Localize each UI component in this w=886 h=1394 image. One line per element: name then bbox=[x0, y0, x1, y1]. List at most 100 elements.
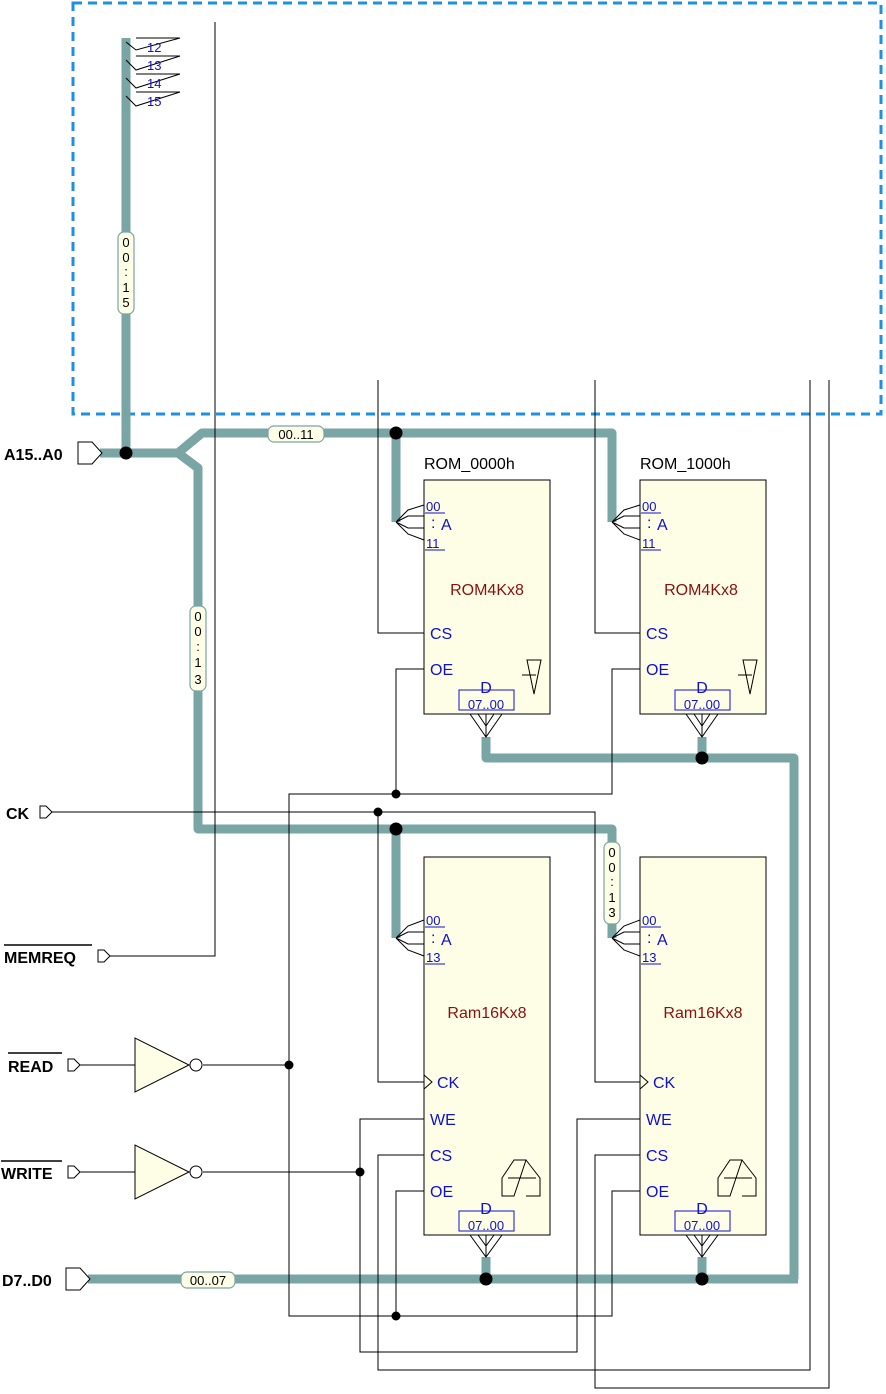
signal-wires bbox=[50, 22, 830, 1389]
svg-text:11: 11 bbox=[642, 536, 656, 551]
chip-type: ROM4Kx8 bbox=[664, 582, 738, 599]
junction-dot bbox=[391, 1311, 401, 1321]
svg-text:OE: OE bbox=[430, 662, 453, 679]
ram-chip-0[interactable]: 00 : A 13 Ram16Kx8 CK WE CS OE D 07..00 bbox=[395, 856, 551, 1258]
ram0-cs-wire bbox=[377, 380, 811, 1371]
svg-text:WE: WE bbox=[646, 1112, 672, 1129]
svg-text:00..07: 00..07 bbox=[190, 1273, 226, 1288]
svg-text:00: 00 bbox=[642, 499, 656, 514]
junction-dot bbox=[373, 807, 383, 817]
junction-dot bbox=[389, 426, 403, 440]
port-read[interactable]: READ bbox=[8, 1052, 81, 1076]
svg-text:CS: CS bbox=[646, 1148, 668, 1165]
svg-text:0: 0 bbox=[194, 609, 201, 624]
rom1-oe-wire bbox=[288, 668, 640, 1317]
svg-text:OE: OE bbox=[646, 1184, 669, 1201]
svg-text:11: 11 bbox=[426, 536, 440, 551]
address-taps: 12 13 14 15 bbox=[125, 37, 181, 109]
chip-type: Ram16Kx8 bbox=[663, 1005, 742, 1022]
svg-text:00: 00 bbox=[426, 499, 440, 514]
bus-label-main: 0 0 : 1 5 bbox=[117, 231, 135, 315]
chip-type: ROM4Kx8 bbox=[450, 582, 524, 599]
memreq-wire bbox=[108, 22, 216, 957]
svg-text:WRITE: WRITE bbox=[1, 1166, 53, 1183]
svg-text::: : bbox=[431, 930, 435, 947]
address-tap-label: 12 bbox=[147, 40, 161, 55]
junction-dot bbox=[355, 1167, 365, 1177]
svg-text::: : bbox=[647, 515, 651, 532]
svg-text:D: D bbox=[480, 680, 492, 697]
svg-text:OE: OE bbox=[430, 1184, 453, 1201]
chip-instance-name: ROM_0000h bbox=[424, 456, 515, 473]
junction-dot bbox=[695, 751, 709, 765]
svg-text:OE: OE bbox=[646, 662, 669, 679]
rom-chip-0[interactable]: ROM_0000h 00 : A 11 ROM4Kx8 CS OE D 07..… bbox=[395, 456, 551, 738]
address-bus-rom-branch bbox=[175, 428, 617, 522]
port-memreq[interactable]: MEMREQ bbox=[4, 944, 111, 967]
svg-text:07..00: 07..00 bbox=[468, 1218, 504, 1233]
svg-text:CS: CS bbox=[430, 1148, 452, 1165]
svg-text:1: 1 bbox=[194, 655, 201, 670]
svg-text:0: 0 bbox=[194, 624, 201, 639]
svg-text:0: 0 bbox=[608, 845, 615, 860]
svg-text:MEMREQ: MEMREQ bbox=[4, 950, 76, 967]
address-tap-label: 13 bbox=[147, 58, 161, 73]
svg-text:3: 3 bbox=[194, 672, 201, 687]
svg-text:D: D bbox=[480, 1201, 492, 1218]
svg-text:1: 1 bbox=[122, 280, 129, 295]
port-clock[interactable]: CK bbox=[6, 805, 53, 823]
svg-text:07..00: 07..00 bbox=[684, 1218, 720, 1233]
bus-label-ram-address: 0 0 : 1 3 bbox=[189, 605, 207, 692]
rom0-oe-wire bbox=[395, 668, 424, 794]
svg-text:3: 3 bbox=[608, 905, 615, 920]
svg-text:READ: READ bbox=[8, 1059, 53, 1076]
svg-text:13: 13 bbox=[642, 950, 656, 965]
rom-chip-1[interactable]: ROM_1000h 00 : A 11 ROM4Kx8 CS OE D 07..… bbox=[611, 456, 767, 738]
junction-dot bbox=[391, 789, 401, 799]
rom1-cs-wire bbox=[594, 380, 640, 634]
address-tap-label: 15 bbox=[147, 94, 161, 109]
bus-lines bbox=[88, 38, 799, 1284]
svg-text::: : bbox=[647, 930, 651, 947]
junction-dot bbox=[389, 822, 403, 836]
junction-dot bbox=[479, 1272, 493, 1286]
junction-dots bbox=[119, 426, 709, 1321]
svg-text:CS: CS bbox=[430, 626, 452, 643]
svg-text:1: 1 bbox=[608, 890, 615, 905]
port-write[interactable]: WRITE bbox=[1, 1160, 81, 1183]
svg-text::: : bbox=[196, 639, 200, 654]
svg-text:CK: CK bbox=[653, 1075, 676, 1092]
svg-text:A15..A0: A15..A0 bbox=[4, 447, 63, 464]
svg-text::: : bbox=[431, 515, 435, 532]
svg-text:D: D bbox=[696, 1201, 708, 1218]
svg-text:07..00: 07..00 bbox=[684, 697, 720, 712]
svg-text:13: 13 bbox=[426, 950, 440, 965]
svg-text:00..11: 00..11 bbox=[278, 427, 313, 442]
bus-label-data: 00..07 bbox=[180, 1271, 236, 1289]
svg-text:07..00: 07..00 bbox=[468, 697, 504, 712]
svg-text:5: 5 bbox=[122, 295, 129, 310]
svg-text:0: 0 bbox=[608, 860, 615, 875]
svg-text:00: 00 bbox=[642, 913, 656, 928]
junction-dot bbox=[284, 1060, 294, 1070]
svg-text:A: A bbox=[441, 932, 452, 949]
svg-text:WE: WE bbox=[430, 1112, 456, 1129]
port-data[interactable]: D7..D0 bbox=[2, 1267, 91, 1291]
bus-label-rom-address: 00..11 bbox=[267, 425, 325, 443]
svg-text:CK: CK bbox=[6, 806, 30, 823]
svg-text:CS: CS bbox=[646, 626, 668, 643]
rom0-cs-wire bbox=[377, 380, 424, 634]
ram-chip-1[interactable]: 00 : A 13 Ram16Kx8 CK WE CS OE D 07..00 bbox=[611, 856, 767, 1258]
we-wire bbox=[359, 1118, 640, 1353]
svg-text:A: A bbox=[441, 517, 452, 534]
svg-text:D7..D0: D7..D0 bbox=[2, 1273, 52, 1290]
junction-dot bbox=[695, 1272, 709, 1286]
svg-text:00: 00 bbox=[426, 913, 440, 928]
chip-type: Ram16Kx8 bbox=[447, 1005, 526, 1022]
svg-text:0: 0 bbox=[122, 235, 129, 250]
svg-text:0: 0 bbox=[122, 250, 129, 265]
write-inverter bbox=[134, 1144, 203, 1200]
read-inverter bbox=[134, 1037, 203, 1093]
port-address[interactable]: A15..A0 bbox=[4, 441, 103, 465]
